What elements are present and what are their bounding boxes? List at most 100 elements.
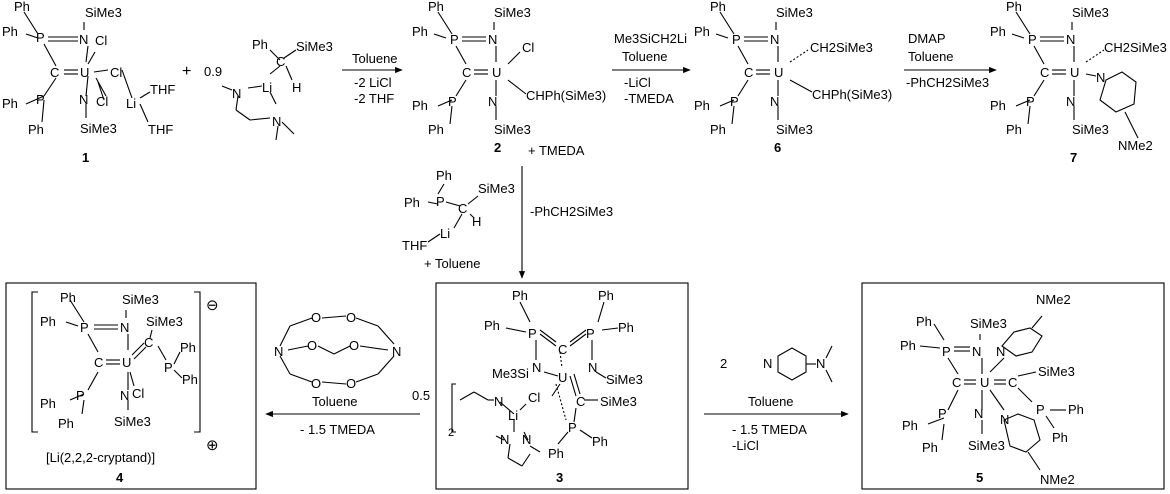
coefficient: 2 bbox=[720, 356, 727, 371]
atom: N bbox=[120, 388, 129, 403]
atom: SiMe3 bbox=[478, 181, 515, 196]
atom: C bbox=[576, 394, 585, 409]
atom: Ph bbox=[182, 372, 198, 387]
atom: Ph bbox=[180, 340, 196, 355]
atom: P bbox=[450, 32, 459, 47]
atom: Ph bbox=[484, 318, 500, 333]
compound-5: NMe2 Ph Ph P N SiMe3 N C U C SiMe3 Ph P … bbox=[900, 292, 1084, 487]
atom: Me3Si bbox=[492, 366, 529, 381]
atom: Ph bbox=[1006, 122, 1022, 137]
atom: P bbox=[80, 320, 89, 335]
atom: Ph bbox=[548, 446, 564, 461]
atom: N bbox=[272, 114, 281, 129]
atom: Cl bbox=[110, 65, 122, 80]
atom: P bbox=[1026, 94, 1035, 109]
atom: P bbox=[528, 326, 537, 341]
atom: Ph bbox=[60, 290, 76, 305]
atom: U bbox=[558, 370, 567, 385]
condition-label: -PhCH2SiMe3 bbox=[906, 75, 989, 90]
charge: ⊖ bbox=[206, 297, 219, 314]
atom: Cl bbox=[132, 386, 144, 401]
atom: N bbox=[816, 356, 825, 371]
atom: Ph bbox=[922, 440, 938, 455]
condition-label: Toluene bbox=[908, 49, 954, 64]
condition-label: -TMEDA bbox=[624, 91, 674, 106]
atom: N bbox=[522, 432, 531, 447]
atom: Ph bbox=[710, 122, 726, 137]
compound-number: 7 bbox=[1070, 150, 1077, 165]
atom: P bbox=[1036, 402, 1045, 417]
atom: Ph bbox=[618, 320, 634, 335]
atom: Li bbox=[508, 408, 518, 423]
atom: SiMe3 bbox=[1038, 364, 1075, 379]
atom: Ph bbox=[2, 96, 18, 111]
condition-label: -2 LiCl bbox=[354, 75, 392, 90]
atom: Ph bbox=[40, 314, 56, 329]
compound-3: Ph Ph P C P Ph Ph Me3Si N U N SiMe3 N Cl… bbox=[448, 288, 643, 485]
atom: Ph bbox=[412, 24, 428, 39]
coreactant-label: + Toluene bbox=[424, 256, 481, 271]
atom: N bbox=[500, 432, 509, 447]
atom: O bbox=[307, 338, 317, 353]
compound-number: 3 bbox=[556, 470, 563, 485]
atom: SiMe3 bbox=[80, 121, 117, 136]
atom: P bbox=[436, 194, 445, 209]
compound-4: Ph Ph P N SiMe3 SiMe3 C U C P Ph Ph Cl P… bbox=[31, 290, 219, 485]
atom: SiMe3 bbox=[776, 5, 813, 20]
atom: P bbox=[942, 344, 951, 359]
condition-label: - 1.5 TMEDA bbox=[732, 422, 807, 437]
compound-number: 1 bbox=[82, 150, 89, 165]
atom: C bbox=[458, 201, 467, 216]
atom: Ph bbox=[58, 416, 74, 431]
atom: Ph bbox=[902, 418, 918, 433]
atom: SiMe3 bbox=[1072, 122, 1109, 137]
atom: N bbox=[488, 94, 497, 109]
atom: N bbox=[1066, 32, 1075, 47]
atom: N bbox=[1000, 412, 1009, 427]
atom: U bbox=[122, 355, 131, 370]
atom: C bbox=[558, 342, 567, 357]
atom: N bbox=[392, 344, 401, 359]
coefficient: 0.5 bbox=[412, 388, 430, 403]
atom: N bbox=[770, 94, 779, 109]
compound-7: Ph Ph P N SiMe3 CH2SiMe3 C U N Ph P N Ph… bbox=[990, 0, 1167, 165]
atom: Ph bbox=[916, 314, 932, 329]
atom: N bbox=[972, 344, 981, 359]
atom: P bbox=[76, 388, 85, 403]
atom: SiMe3 bbox=[494, 122, 531, 137]
dmap-reagent: N N bbox=[763, 345, 833, 383]
atom: Ph bbox=[694, 24, 710, 39]
atom: Ph bbox=[694, 98, 710, 113]
atom: Ph bbox=[252, 37, 268, 52]
atom: Cl bbox=[95, 33, 107, 48]
compound-number: 5 bbox=[976, 470, 983, 485]
atom: P bbox=[732, 32, 741, 47]
atom: C bbox=[462, 65, 471, 80]
atom: NMe2 bbox=[1036, 292, 1071, 307]
atom: N bbox=[79, 92, 88, 107]
atom: Ph bbox=[990, 24, 1006, 39]
compound-number: 2 bbox=[494, 140, 501, 155]
atom: CH2SiMe3 bbox=[1104, 40, 1167, 55]
atom: Ph bbox=[1006, 0, 1022, 14]
atom: Ph bbox=[404, 195, 420, 210]
atom: N bbox=[974, 406, 983, 421]
atom: P bbox=[730, 94, 739, 109]
atom: N bbox=[770, 32, 779, 47]
compound-number: 6 bbox=[774, 140, 781, 155]
compound-6: Ph Ph P N SiMe3 CH2SiMe3 C U CHPh(SiMe3)… bbox=[694, 0, 892, 155]
atom: SiMe3 bbox=[968, 438, 1005, 453]
atom: Ph bbox=[1052, 430, 1068, 445]
atom: SiMe3 bbox=[600, 394, 637, 409]
atom: Li bbox=[126, 96, 136, 111]
product-box-4 bbox=[5, 282, 257, 490]
atom: N bbox=[588, 360, 597, 375]
atom: Ph bbox=[592, 434, 608, 449]
atom: 2 bbox=[448, 427, 454, 439]
charge: ⊕ bbox=[206, 437, 219, 454]
atom: Cl bbox=[96, 94, 108, 109]
atom: O bbox=[346, 376, 356, 391]
atom: Ph bbox=[412, 98, 428, 113]
atom: C bbox=[1008, 375, 1017, 390]
